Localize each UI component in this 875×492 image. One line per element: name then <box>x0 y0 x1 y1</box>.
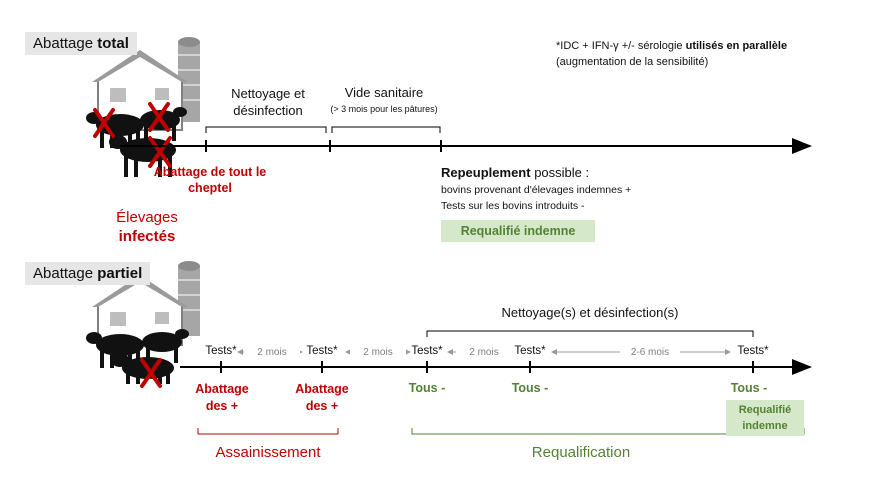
event-slaughter-all: Abattage de tout le cheptel <box>153 165 267 195</box>
test-label: Tests* <box>306 345 338 357</box>
requalified-badge-top: Requalifié indemne <box>441 220 595 242</box>
phase-sanitary-void-label: Vide sanitaire <box>344 85 424 100</box>
test-label: Tests* <box>411 345 443 357</box>
result-all-negative: Tous - <box>511 381 549 395</box>
test-label: Tests* <box>514 345 546 357</box>
farm-icon <box>92 261 200 346</box>
result-all-negative: Tous - <box>408 381 446 395</box>
interval-label: 2-6 mois <box>620 347 680 358</box>
cross-mark-icon <box>93 102 172 168</box>
phase-sanitary-void-sub: (> 3 mois pour les pâtures) <box>330 104 438 114</box>
result-slaughter-positives: Abattage des + <box>195 382 249 413</box>
test-method-note: *IDC + IFN-γ +/- sérologie utilisés en p… <box>556 40 788 68</box>
requalified-badge-bottom: Requalifié indemne <box>726 400 804 436</box>
phase-cleaning-label: Nettoyage et désinfection <box>231 86 305 118</box>
section-title-partial: Abattage partiel <box>25 262 151 285</box>
phase-sanitation-label: Assainissement <box>215 444 321 461</box>
infected-farms-label: Élevages infectés <box>116 209 178 245</box>
repopulation-line-2: Tests sur les bovins introduits - <box>441 200 585 212</box>
test-label: Tests* <box>205 345 237 357</box>
phase-requalification-label: Requalification <box>531 444 631 461</box>
repopulation-title: Repeuplement possible : <box>441 165 590 180</box>
repopulation-line-1: bovins provenant d'élevages indemnes + <box>441 184 632 196</box>
cleaning-multi-label: Nettoyage(s) et désinfection(s) <box>501 305 679 320</box>
interval-label: 2 mois <box>456 347 512 358</box>
test-label: Tests* <box>737 345 769 357</box>
result-all-negative: Tous - <box>730 381 768 395</box>
interval-label: 2 mois <box>350 347 406 358</box>
result-slaughter-positives: Abattage des + <box>295 382 349 413</box>
interval-label: 2 mois <box>244 347 300 358</box>
section-title-total: Abattage total <box>25 32 137 55</box>
cross-mark-icon <box>140 358 162 388</box>
